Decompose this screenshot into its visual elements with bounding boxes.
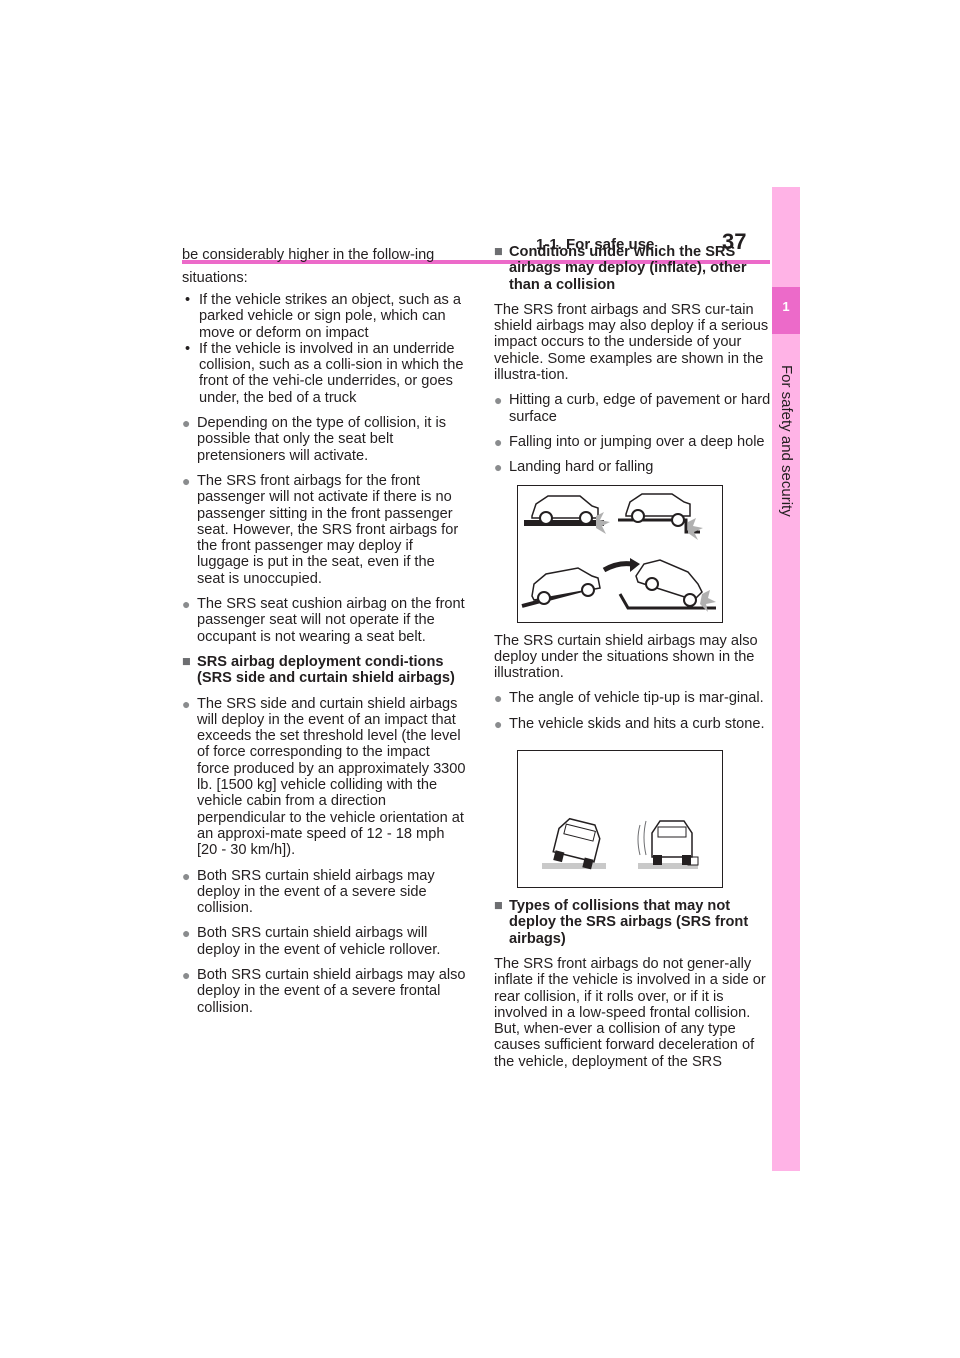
tab-number-box	[772, 287, 800, 334]
dot-icon: •	[185, 292, 191, 308]
bullet-item: ●The SRS front airbags for the front pas…	[182, 472, 459, 587]
bullet-icon: ●	[494, 459, 503, 476]
subheading: ■Conditions under which the SRS airbags …	[494, 244, 747, 293]
bullet-icon: ●	[494, 433, 503, 450]
left-column: be considerably higher in the follow-ing…	[182, 244, 466, 1025]
bullet-item: ●Landing hard or falling	[494, 459, 654, 476]
bullet-icon: ●	[182, 966, 191, 983]
illustration-underside-impacts	[517, 484, 723, 623]
bullet-item: ●Both SRS curtain shield airbags may als…	[182, 966, 466, 1016]
intro-text: be considerably higher in the follow-ing…	[182, 247, 435, 286]
bullet-icon: ●	[182, 925, 191, 942]
square-icon: ■	[494, 244, 503, 260]
tab-number: 1	[782, 299, 790, 314]
paragraph: The SRS front airbags and SRS cur-tain s…	[494, 301, 769, 384]
bullet-icon: ●	[494, 690, 503, 707]
bullet-item: ●The vehicle skids and hits a curb stone…	[494, 715, 765, 732]
bullet-icon: ●	[182, 596, 191, 613]
bullet-icon: ●	[182, 415, 191, 432]
square-icon: ■	[182, 653, 191, 670]
tab-label: For safety and security	[778, 365, 795, 517]
bullet-item: ●Hitting a curb, edge of pavement or har…	[494, 392, 771, 425]
bullet-icon: ●	[182, 695, 191, 712]
header-rule	[182, 260, 770, 264]
square-icon: ■	[494, 898, 503, 915]
bullet-item: ●Both SRS curtain shield airbags will de…	[182, 925, 441, 958]
subheading: ■SRS airbag deployment condi-tions (SRS …	[182, 653, 455, 687]
illustration-tip-up-and-skid	[517, 750, 723, 889]
bullet-icon: ●	[494, 715, 503, 732]
right-column: ■Conditions under which the SRS airbags …	[494, 244, 778, 1079]
bullet-item: ●Falling into or jumping over a deep hol…	[494, 433, 765, 450]
bullet-icon: ●	[182, 867, 191, 884]
bullet-icon: ●	[182, 472, 191, 489]
bullet-icon: ●	[494, 392, 503, 409]
section-title: 1-1. For safe use	[536, 236, 655, 253]
bullet-item: ●The angle of vehicle tip-up is mar-gina…	[494, 690, 764, 707]
bullet-item: ●Depending on the type of collision, it …	[182, 415, 447, 464]
sub-item: •If the vehicle is involved in an underr…	[185, 340, 464, 406]
subheading: ■Types of collisions that may not deploy…	[494, 898, 749, 947]
bullet-item: ●Both SRS curtain shield airbags may dep…	[182, 867, 435, 917]
vehicle-impact-illustration	[521, 492, 716, 612]
bullet-item: ●The SRS seat cushion airbag on the fron…	[182, 596, 465, 645]
side-tab: 1 For safety and security	[772, 187, 800, 1171]
vehicle-tipup-illustration	[542, 817, 699, 870]
paragraph: The SRS front airbags do not gener-ally …	[494, 955, 766, 1070]
page-number: 37	[722, 229, 747, 254]
dot-icon: •	[185, 340, 191, 357]
paragraph: The SRS curtain shield airbags may also …	[494, 632, 758, 682]
bullet-item: ●The SRS side and curtain shield airbags…	[182, 695, 466, 859]
sub-item: •If the vehicle strikes an object, such …	[185, 292, 462, 341]
